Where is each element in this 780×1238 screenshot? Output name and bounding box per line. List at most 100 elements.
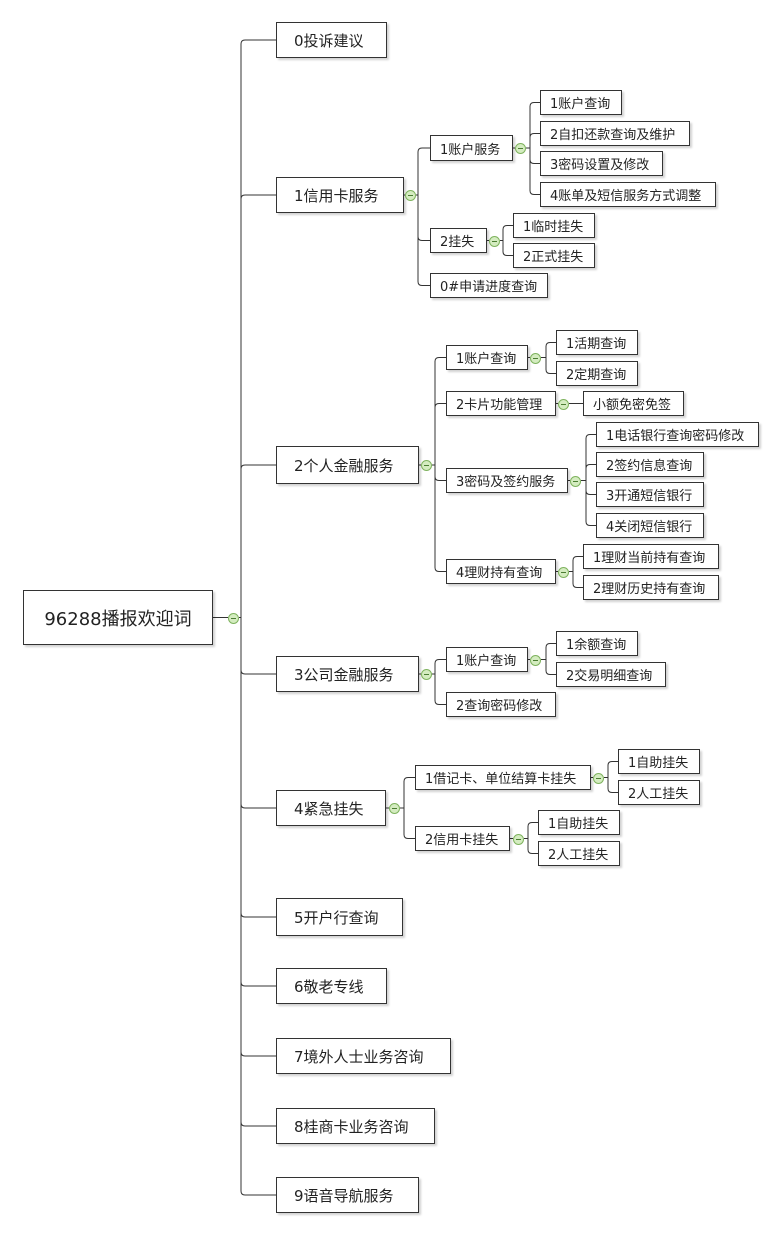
topic-label: 1临时挂失	[523, 220, 584, 235]
topic-label: 1账户查询	[550, 97, 611, 112]
collapse-toggle-icon[interactable]	[570, 475, 581, 487]
topic-node-c8[interactable]: 8桂商卡业务咨询	[276, 1108, 435, 1144]
topic-node-c3a1[interactable]: 1余额查询	[556, 631, 638, 656]
topic-node-c3a2[interactable]: 2交易明细查询	[556, 662, 666, 687]
topic-node-c2c[interactable]: 3密码及签约服务	[446, 468, 568, 493]
topic-label: 3开通短信银行	[606, 489, 693, 504]
topic-node-c2b1[interactable]: 小额免密免签	[583, 391, 684, 416]
root-node[interactable]: 96288播报欢迎词	[23, 590, 213, 645]
topic-node-c4b[interactable]: 2信用卡挂失	[415, 826, 510, 851]
topic-node-c3[interactable]: 3公司金融服务	[276, 656, 419, 692]
topic-node-c2[interactable]: 2个人金融服务	[276, 446, 419, 484]
topic-node-c6[interactable]: 6敬老专线	[276, 968, 387, 1004]
topic-label: 2卡片功能管理	[456, 398, 543, 413]
topic-node-c1c[interactable]: 0#申请进度查询	[430, 273, 548, 298]
topic-label: 9语音导航服务	[294, 1186, 394, 1205]
topic-label: 小额免密免签	[593, 398, 672, 413]
topic-label: 6敬老专线	[294, 977, 364, 996]
topic-node-c1b2[interactable]: 2正式挂失	[513, 243, 595, 268]
collapse-toggle-icon[interactable]	[515, 143, 526, 154]
topic-node-c1b1[interactable]: 1临时挂失	[513, 213, 595, 238]
topic-label: 1余额查询	[566, 638, 627, 653]
topic-label: 4理财持有查询	[456, 566, 543, 581]
topic-node-c9[interactable]: 9语音导航服务	[276, 1177, 419, 1213]
topic-node-c4a2[interactable]: 2人工挂失	[618, 780, 700, 805]
topic-label: 1电话银行查询密码修改	[606, 429, 745, 444]
topic-label: 3密码设置及修改	[550, 158, 650, 173]
collapse-toggle-icon[interactable]	[405, 190, 416, 201]
topic-label: 1自助挂失	[628, 756, 689, 771]
topic-label: 96288播报欢迎词	[44, 608, 192, 630]
topic-node-c4[interactable]: 4紧急挂失	[276, 790, 386, 826]
topic-node-c3b[interactable]: 2查询密码修改	[446, 692, 556, 717]
topic-node-c1a[interactable]: 1账户服务	[430, 135, 513, 161]
topic-label: 2交易明细查询	[566, 669, 653, 684]
topic-label: 2自扣还款查询及维护	[550, 128, 676, 143]
topic-label: 2签约信息查询	[606, 459, 693, 474]
connector-path	[213, 39, 618, 1196]
collapse-toggle-icon[interactable]	[530, 654, 541, 666]
topic-node-c1a2[interactable]: 2自扣还款查询及维护	[540, 121, 690, 146]
topic-label: 1信用卡服务	[294, 186, 379, 205]
topic-label: 0投诉建议	[294, 31, 364, 50]
topic-label: 1自助挂失	[548, 817, 609, 832]
topic-node-c4b1[interactable]: 1自助挂失	[538, 810, 620, 835]
collapse-toggle-icon[interactable]	[421, 460, 432, 471]
topic-node-c1a4[interactable]: 4账单及短信服务方式调整	[540, 182, 716, 207]
topic-node-c2d1[interactable]: 1理财当前持有查询	[583, 544, 719, 569]
topic-node-c2d[interactable]: 4理财持有查询	[446, 559, 556, 584]
topic-label: 1账户服务	[440, 142, 501, 158]
topic-label: 0#申请进度查询	[440, 280, 538, 295]
collapse-toggle-icon[interactable]	[421, 669, 432, 680]
topic-label: 4紧急挂失	[294, 799, 364, 818]
topic-label: 2定期查询	[566, 368, 627, 383]
topic-node-c2c1[interactable]: 1电话银行查询密码修改	[596, 422, 759, 447]
topic-node-c5[interactable]: 5开户行查询	[276, 898, 403, 936]
topic-label: 4账单及短信服务方式调整	[550, 189, 702, 204]
collapse-toggle-icon[interactable]	[389, 803, 400, 814]
topic-label: 1账户查询	[456, 352, 517, 367]
collapse-toggle-icon[interactable]	[489, 235, 500, 247]
topic-label: 2挂失	[440, 235, 475, 250]
topic-node-c2d2[interactable]: 2理财历史持有查询	[583, 575, 719, 600]
topic-node-c4a1[interactable]: 1自助挂失	[618, 749, 700, 774]
collapse-toggle-icon[interactable]	[558, 566, 569, 578]
topic-label: 2个人金融服务	[294, 456, 394, 475]
topic-node-c2a1[interactable]: 1活期查询	[556, 330, 638, 355]
topic-label: 2查询密码修改	[456, 699, 543, 714]
topic-label: 8桂商卡业务咨询	[294, 1117, 409, 1136]
collapse-toggle-icon[interactable]	[513, 833, 524, 845]
topic-label: 3密码及签约服务	[456, 475, 556, 490]
topic-node-c1a1[interactable]: 1账户查询	[540, 90, 622, 115]
topic-node-c7[interactable]: 7境外人士业务咨询	[276, 1038, 451, 1074]
topic-node-c2c2[interactable]: 2签约信息查询	[596, 452, 704, 477]
topic-label: 5开户行查询	[294, 908, 379, 927]
collapse-toggle-icon[interactable]	[228, 612, 239, 624]
topic-label: 4关闭短信银行	[606, 520, 693, 535]
collapse-toggle-icon[interactable]	[530, 352, 541, 364]
topic-node-c2a2[interactable]: 2定期查询	[556, 361, 638, 386]
topic-node-c2b[interactable]: 2卡片功能管理	[446, 391, 556, 416]
topic-label: 3公司金融服务	[294, 665, 394, 684]
topic-label: 2人工挂失	[548, 848, 609, 863]
topic-label: 1借记卡、单位结算卡挂失	[425, 772, 577, 787]
topic-node-c1b[interactable]: 2挂失	[430, 228, 487, 253]
topic-label: 2人工挂失	[628, 787, 689, 802]
topic-node-c1[interactable]: 1信用卡服务	[276, 177, 404, 213]
collapse-toggle-icon[interactable]	[593, 772, 604, 784]
topic-label: 1账户查询	[456, 654, 517, 669]
topic-label: 1活期查询	[566, 337, 627, 352]
topic-node-c0[interactable]: 0投诉建议	[276, 22, 387, 58]
topic-label: 2信用卡挂失	[425, 833, 499, 848]
topic-node-c2c3[interactable]: 3开通短信银行	[596, 482, 704, 507]
collapse-toggle-icon[interactable]	[558, 398, 569, 410]
topic-node-c2c4[interactable]: 4关闭短信银行	[596, 513, 704, 538]
topic-label: 2理财历史持有查询	[593, 582, 706, 597]
topic-node-c3a[interactable]: 1账户查询	[446, 647, 528, 672]
topic-node-c2a[interactable]: 1账户查询	[446, 345, 528, 370]
topic-node-c4b2[interactable]: 2人工挂失	[538, 841, 620, 866]
topic-label: 2正式挂失	[523, 250, 584, 265]
topic-node-c4a[interactable]: 1借记卡、单位结算卡挂失	[415, 765, 591, 790]
topic-node-c1a3[interactable]: 3密码设置及修改	[540, 151, 663, 176]
